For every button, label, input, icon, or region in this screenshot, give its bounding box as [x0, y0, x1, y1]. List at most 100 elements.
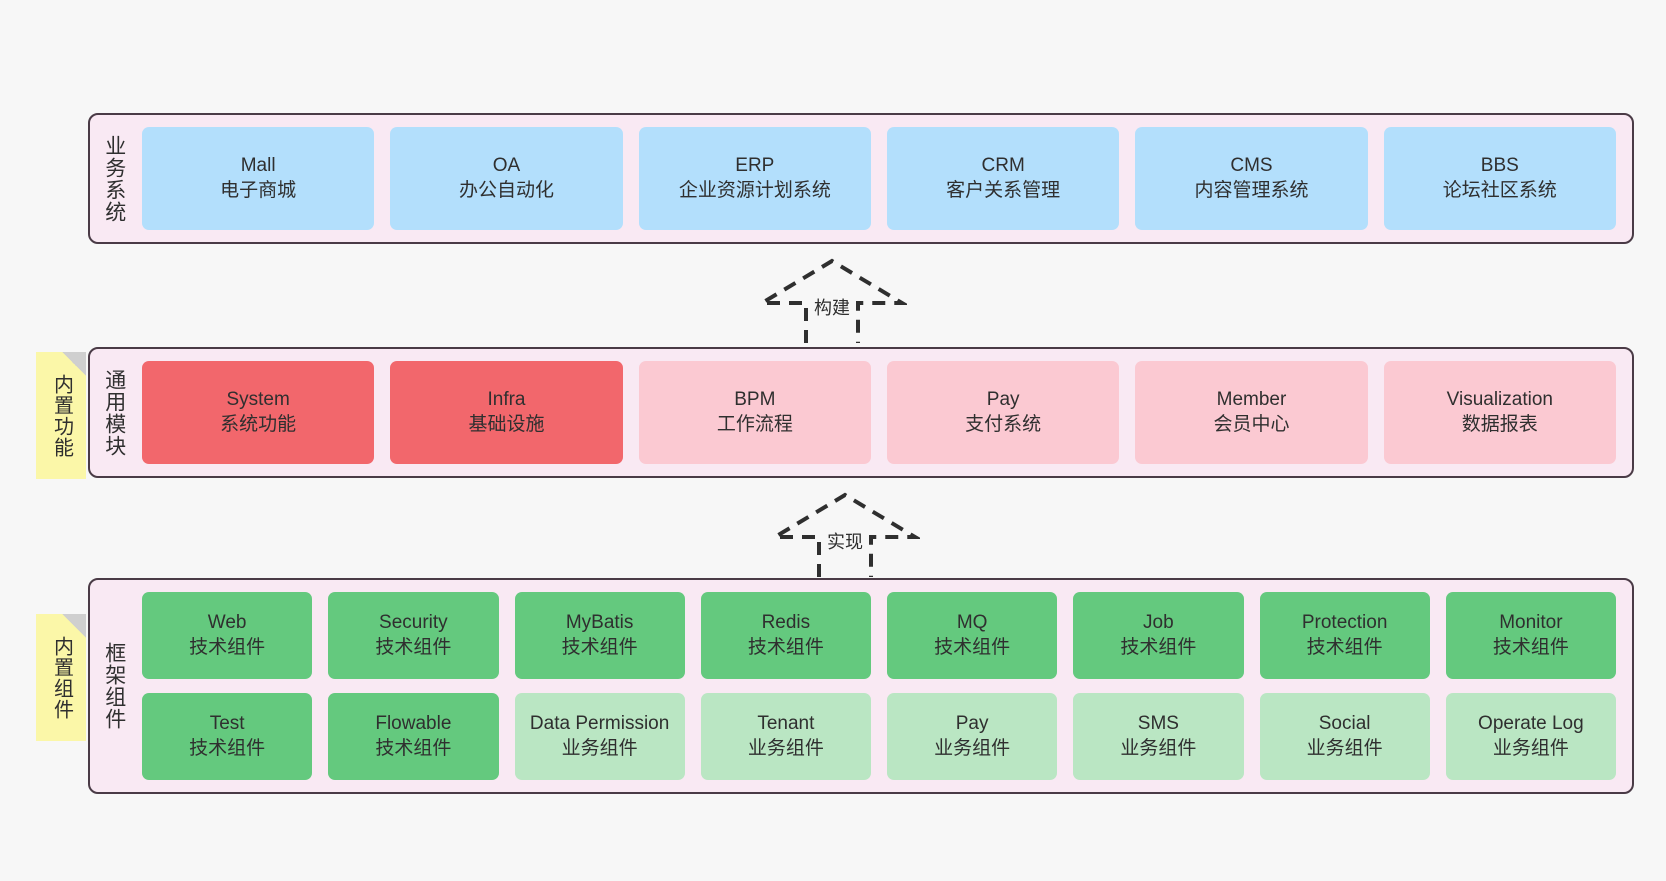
- card-title-en: Pay: [955, 713, 989, 735]
- sticky-note-builtin-functions: 内置功能: [36, 352, 86, 479]
- card-title-cn: 业务组件: [1492, 737, 1569, 759]
- card-row: Web 技术组件 Security 技术组件 MyBatis 技术组件 Redi…: [142, 592, 1616, 679]
- card-title-cn: 技术组件: [189, 737, 266, 759]
- card-title-en: SMS: [1137, 713, 1179, 735]
- card-row: Test 技术组件 Flowable 技术组件 Data Permission …: [142, 693, 1616, 780]
- card-mybatis[interactable]: MyBatis 技术组件: [514, 592, 685, 679]
- card-title-cn: 技术组件: [1306, 636, 1383, 658]
- card-job[interactable]: Job 技术组件: [1073, 592, 1244, 679]
- arrow-implement: 实现: [770, 492, 920, 577]
- card-title-cn: 技术组件: [747, 636, 824, 658]
- card-mall[interactable]: Mall 电子商城: [142, 127, 375, 230]
- card-mq[interactable]: MQ 技术组件: [887, 592, 1058, 679]
- card-title-en: MQ: [956, 612, 988, 634]
- card-title-en: Mall: [240, 155, 276, 177]
- card-title-cn: 业务组件: [747, 737, 824, 759]
- card-title-en: Security: [379, 612, 448, 634]
- card-title-cn: 业务组件: [934, 737, 1011, 759]
- sticky-note-label: 内置功能: [50, 373, 73, 458]
- card-title-cn: 系统功能: [220, 413, 297, 435]
- card-operate-log[interactable]: Operate Log 业务组件: [1445, 693, 1616, 780]
- card-title-en: BBS: [1480, 155, 1519, 177]
- layer-title-business: 业务系统: [102, 134, 126, 223]
- card-title-en: Tenant: [757, 713, 815, 735]
- card-row: System 系统功能 Infra 基础设施 BPM 工作流程 Pay 支付系统…: [142, 361, 1616, 464]
- card-title-en: Web: [207, 612, 247, 634]
- sticky-note-builtin-components: 内置组件: [36, 614, 86, 741]
- card-title-cn: 数据报表: [1461, 413, 1538, 435]
- card-bpm[interactable]: BPM 工作流程: [638, 361, 871, 464]
- card-tenant[interactable]: Tenant 业务组件: [700, 693, 871, 780]
- layer-common-modules: 通用模块 System 系统功能 Infra 基础设施 BPM 工作流程 Pay…: [88, 347, 1634, 478]
- card-social[interactable]: Social 业务组件: [1259, 693, 1430, 780]
- card-title-en: Infra: [487, 389, 526, 411]
- card-title-en: Redis: [761, 612, 811, 634]
- card-title-en: OA: [492, 155, 521, 177]
- card-title-cn: 办公自动化: [458, 179, 554, 201]
- card-title-en: Data Permission: [529, 713, 670, 735]
- layer-body-common: System 系统功能 Infra 基础设施 BPM 工作流程 Pay 支付系统…: [138, 349, 1632, 476]
- card-title-en: MyBatis: [565, 612, 634, 634]
- card-flowable[interactable]: Flowable 技术组件: [328, 693, 499, 780]
- card-title-en: Visualization: [1446, 389, 1553, 411]
- card-title-cn: 业务组件: [1120, 737, 1197, 759]
- card-title-en: Test: [209, 713, 245, 735]
- card-title-en: Pay: [986, 389, 1020, 411]
- card-monitor[interactable]: Monitor 技术组件: [1445, 592, 1616, 679]
- page-fold-icon: [62, 352, 86, 376]
- card-cms[interactable]: CMS 内容管理系统: [1135, 127, 1368, 230]
- layer-framework-components: 框架组件 Web 技术组件 Security 技术组件 MyBatis 技术组件…: [88, 578, 1634, 794]
- card-title-en: Operate Log: [1478, 713, 1584, 735]
- card-title-cn: 技术组件: [1120, 636, 1197, 658]
- card-member[interactable]: Member 会员中心: [1135, 361, 1368, 464]
- card-pay-business[interactable]: Pay 业务组件: [887, 693, 1058, 780]
- card-test[interactable]: Test 技术组件: [142, 693, 313, 780]
- sticky-note-label: 内置组件: [50, 635, 73, 720]
- card-title-cn: 技术组件: [1492, 636, 1569, 658]
- layer-body-framework: Web 技术组件 Security 技术组件 MyBatis 技术组件 Redi…: [138, 580, 1632, 792]
- card-pay[interactable]: Pay 支付系统: [886, 361, 1120, 464]
- card-title-cn: 工作流程: [716, 413, 793, 435]
- card-system[interactable]: System 系统功能: [142, 361, 375, 464]
- card-title-en: Social: [1318, 713, 1371, 735]
- card-title-en: Member: [1216, 389, 1287, 411]
- card-title-cn: 支付系统: [965, 413, 1042, 435]
- card-title-cn: 技术组件: [934, 636, 1011, 658]
- card-title-en: CMS: [1230, 155, 1273, 177]
- card-protection[interactable]: Protection 技术组件: [1259, 592, 1430, 679]
- card-title-en: BPM: [734, 389, 776, 411]
- page-fold-icon: [62, 614, 86, 638]
- card-sms[interactable]: SMS 业务组件: [1073, 693, 1244, 780]
- card-oa[interactable]: OA 办公自动化: [390, 127, 623, 230]
- card-redis[interactable]: Redis 技术组件: [700, 592, 871, 679]
- layer-title-framework: 框架组件: [102, 642, 126, 730]
- card-title-cn: 技术组件: [561, 636, 638, 658]
- arrow-build-label: 构建: [814, 298, 850, 318]
- card-title-en: Monitor: [1499, 612, 1563, 634]
- arrow-build-shape: [757, 258, 907, 343]
- card-title-cn: 内容管理系统: [1194, 179, 1309, 201]
- card-bbs[interactable]: BBS 论坛社区系统: [1383, 127, 1616, 230]
- card-visualization[interactable]: Visualization 数据报表: [1383, 361, 1616, 464]
- card-title-en: ERP: [735, 155, 775, 177]
- layer-title-common: 通用模块: [102, 368, 126, 457]
- card-erp[interactable]: ERP 企业资源计划系统: [638, 127, 871, 230]
- card-title-cn: 技术组件: [375, 737, 452, 759]
- layer-business-systems: 业务系统 Mall 电子商城 OA 办公自动化 ERP 企业资源计划系统 CRM…: [88, 113, 1634, 244]
- card-security[interactable]: Security 技术组件: [328, 592, 499, 679]
- card-title-en: Job: [1143, 612, 1174, 634]
- card-title-cn: 论坛社区系统: [1442, 179, 1557, 201]
- card-title-cn: 技术组件: [375, 636, 452, 658]
- card-title-cn: 电子商城: [220, 179, 297, 201]
- card-row: Mall 电子商城 OA 办公自动化 ERP 企业资源计划系统 CRM 客户关系…: [142, 127, 1616, 230]
- card-data-permission[interactable]: Data Permission 业务组件: [514, 693, 685, 780]
- arrow-implement-label: 实现: [827, 532, 863, 552]
- card-title-cn: 业务组件: [561, 737, 638, 759]
- card-web[interactable]: Web 技术组件: [142, 592, 313, 679]
- card-crm[interactable]: CRM 客户关系管理: [886, 127, 1120, 230]
- card-title-cn: 技术组件: [189, 636, 266, 658]
- card-infra[interactable]: Infra 基础设施: [390, 361, 623, 464]
- layer-body-business: Mall 电子商城 OA 办公自动化 ERP 企业资源计划系统 CRM 客户关系…: [138, 115, 1632, 242]
- arrow-build: 构建: [757, 258, 907, 343]
